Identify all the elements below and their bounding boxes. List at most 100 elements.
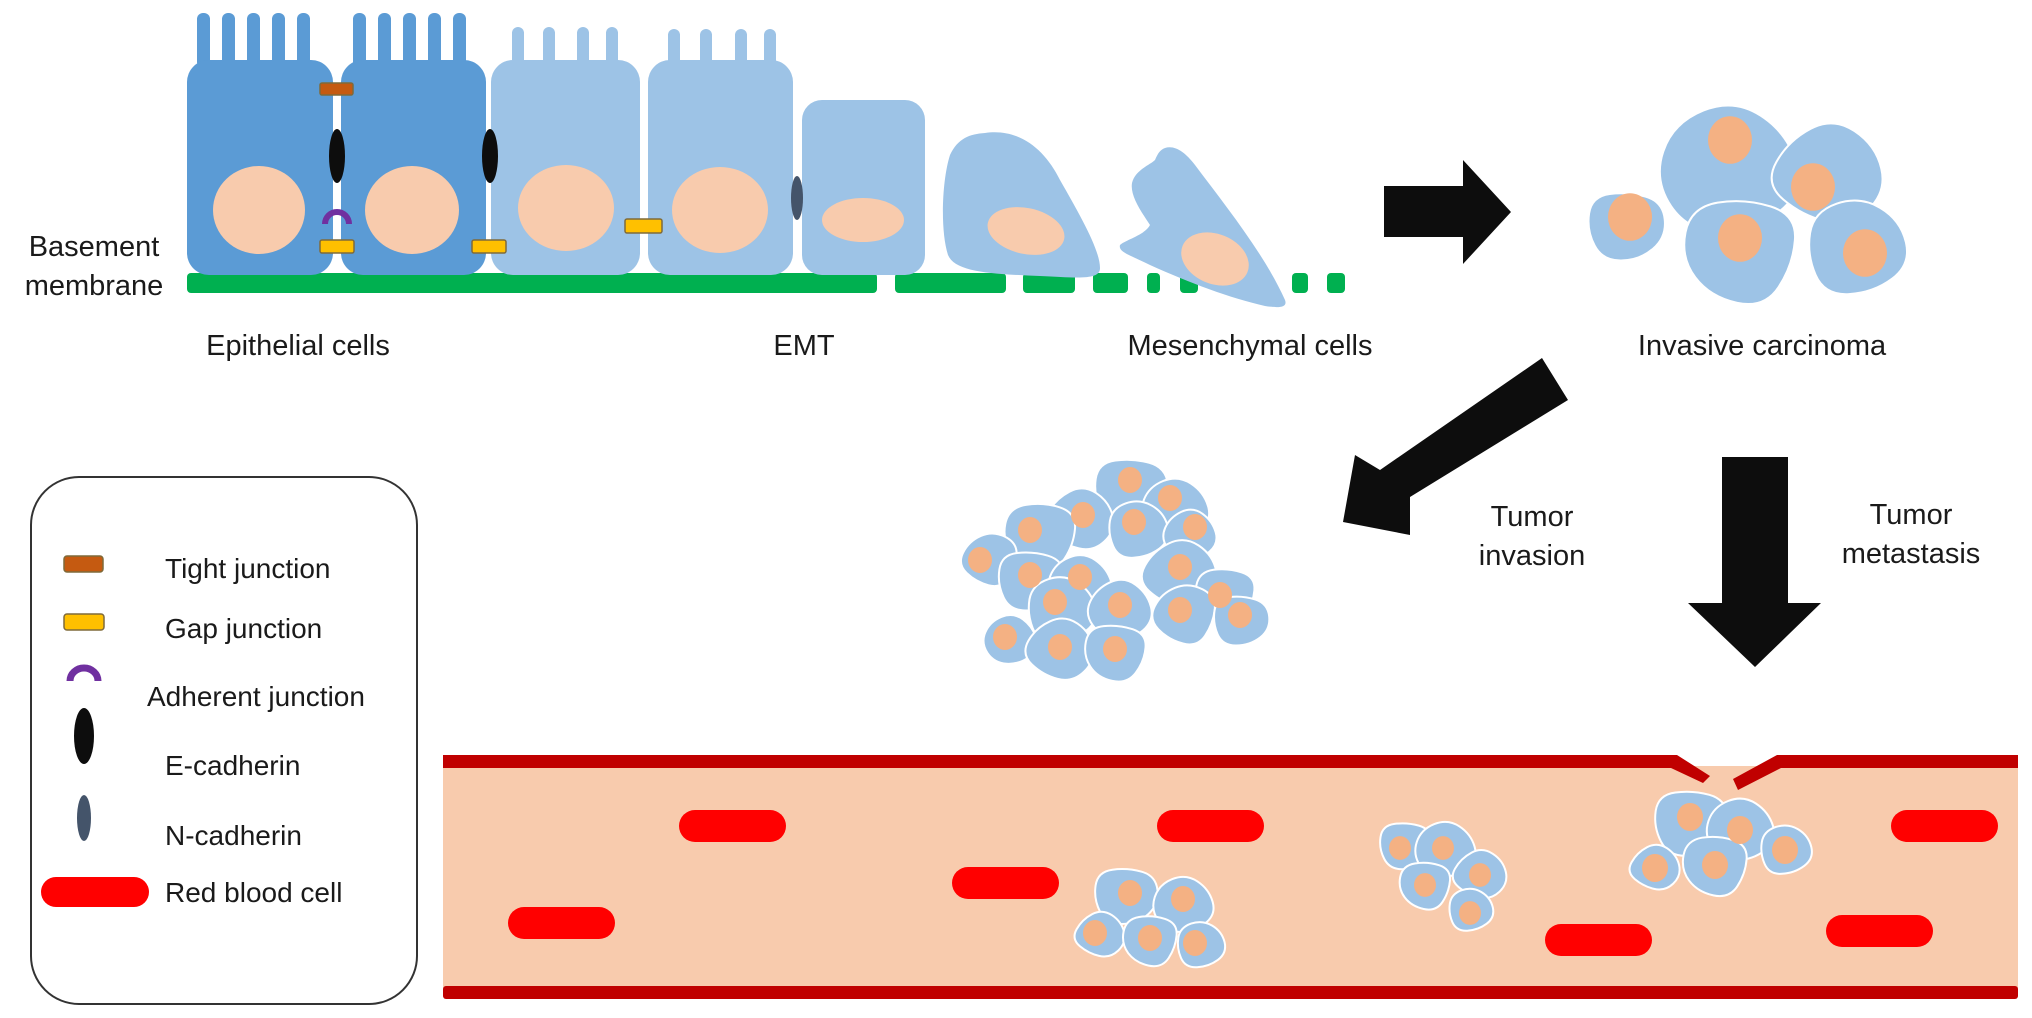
red-blood-cell-icon [41, 877, 149, 907]
basement-membrane [187, 273, 1345, 293]
tumor-nucleus [1183, 930, 1207, 956]
epithelial-cells-label: Epithelial cells [206, 330, 390, 362]
mesenchymal-cells-label: Mesenchymal cells [1128, 330, 1373, 362]
basement-membrane-segment [1093, 273, 1128, 293]
legend: Tight junction Gap junction Adherent jun… [30, 476, 418, 1005]
legend-item-adherent-junction: Adherent junction [66, 664, 365, 712]
tumor-nucleus [1068, 564, 1092, 590]
tumor-invasion-label: invasion [1479, 540, 1585, 572]
basement-membrane-segment [1292, 273, 1308, 293]
red-blood-cell [1545, 924, 1652, 956]
tumor-nucleus [1158, 485, 1182, 511]
basement-membrane-segment [187, 273, 877, 293]
vessel-lumen [443, 766, 2018, 988]
cell-nuclei [213, 165, 1249, 286]
legend-item-gap-junction: Gap junction [63, 613, 322, 644]
tumor-nucleus [1048, 634, 1072, 660]
legend-label: N-cadherin [165, 820, 302, 851]
nucleus [822, 198, 904, 242]
red-blood-cell [508, 907, 615, 939]
tumor-nucleus [1228, 602, 1252, 628]
adherent-junction-icon [66, 664, 102, 682]
tumor-nucleus [1018, 562, 1042, 588]
tumor-nucleus [1168, 554, 1192, 580]
nucleus [365, 166, 459, 254]
tumor-nucleus [1083, 920, 1107, 946]
e-cadherin-icon [329, 129, 345, 183]
basement-membrane-segment [1023, 273, 1075, 293]
tumor-nucleus [1718, 214, 1762, 262]
invaded-tumor-cluster [959, 458, 1271, 683]
tumor-clusters [959, 104, 1908, 683]
basement-membrane-label: Basement [29, 231, 160, 263]
red-blood-cell [952, 867, 1059, 899]
microvilli [668, 29, 776, 67]
nucleus [987, 207, 1065, 255]
epithelial-cell-row [187, 13, 1286, 308]
tumor-nucleus [1702, 850, 1728, 880]
transitioning-cell [942, 132, 1100, 278]
tumor-nucleus [1843, 229, 1887, 277]
tumor-nucleus [1389, 836, 1411, 860]
extravasating-tumor-cluster [1628, 790, 1813, 898]
tumor-nucleus [1103, 636, 1127, 662]
red-blood-cells [508, 810, 1998, 956]
tumor-nucleus [1469, 863, 1491, 887]
legend-label: Gap junction [165, 613, 322, 644]
tumor-nucleus [1459, 901, 1481, 925]
adherent-junction-icon [322, 209, 352, 225]
tumor-nucleus [1642, 853, 1668, 883]
mesenchymal-cell [1119, 147, 1286, 308]
tumor-nucleus [1677, 802, 1703, 832]
legend-label: Red blood cell [165, 877, 342, 908]
tumor-nucleus [968, 547, 992, 573]
tumor-nucleus [1708, 116, 1752, 164]
tumor-nucleus [993, 624, 1017, 650]
circulating-tumor-cluster [1379, 820, 1508, 932]
tight-junction-icon [63, 555, 104, 573]
tumor-invasion-label: Tumor [1491, 501, 1574, 533]
cell-body [802, 100, 925, 275]
gap-junction-icon [63, 613, 105, 631]
nucleus [518, 165, 614, 251]
tumor-nucleus [1414, 873, 1436, 897]
transitioning-cell [802, 100, 925, 275]
red-blood-cell [1157, 810, 1264, 842]
n-cadherin-icon [77, 795, 91, 841]
blood-vessel [443, 755, 2018, 999]
red-blood-cell [1826, 915, 1933, 947]
microvilli [353, 13, 466, 68]
basement-membrane-segment [1327, 273, 1345, 293]
tumor-nucleus [1118, 880, 1142, 906]
tumor-nucleus [1432, 836, 1454, 860]
legend-item-tight-junction: Tight junction [63, 553, 331, 584]
microvilli [512, 27, 618, 67]
legend-label: E-cadherin [165, 750, 300, 781]
tumor-metastasis-label: metastasis [1842, 538, 1981, 570]
vessel-wall-bottom [443, 986, 2018, 999]
tumor-metastasis-label: Tumor [1870, 499, 1953, 531]
cell-junctions [319, 82, 803, 254]
invasive-carcinoma-label: Invasive carcinoma [1638, 330, 1887, 362]
circulating-tumor-clusters [1073, 790, 1813, 969]
gap-junction-icon [319, 239, 355, 254]
legend-item-e-cadherin: E-cadherin [74, 708, 300, 781]
tumor-nucleus [1118, 467, 1142, 493]
basement-membrane-segment [1147, 273, 1160, 293]
basement-membrane-label: membrane [25, 270, 164, 302]
cell-body [942, 132, 1100, 278]
legend-item-red-blood-cell: Red blood cell [41, 877, 342, 908]
vessel-wall-top [443, 755, 2018, 790]
tumor-nucleus [1791, 163, 1835, 211]
arrow-down-icon [1688, 457, 1821, 667]
legend-item-n-cadherin: N-cadherin [77, 795, 302, 851]
tumor-nucleus [1071, 502, 1095, 528]
tumor-nucleus [1727, 815, 1753, 845]
n-cadherin-icon [791, 176, 803, 220]
tumor-nucleus [1018, 517, 1042, 543]
legend-label: Tight junction [165, 553, 331, 584]
tumor-nucleus [1138, 925, 1162, 951]
tumor-nucleus [1772, 835, 1798, 865]
red-blood-cell [679, 810, 786, 842]
tight-junction-icon [319, 82, 354, 96]
